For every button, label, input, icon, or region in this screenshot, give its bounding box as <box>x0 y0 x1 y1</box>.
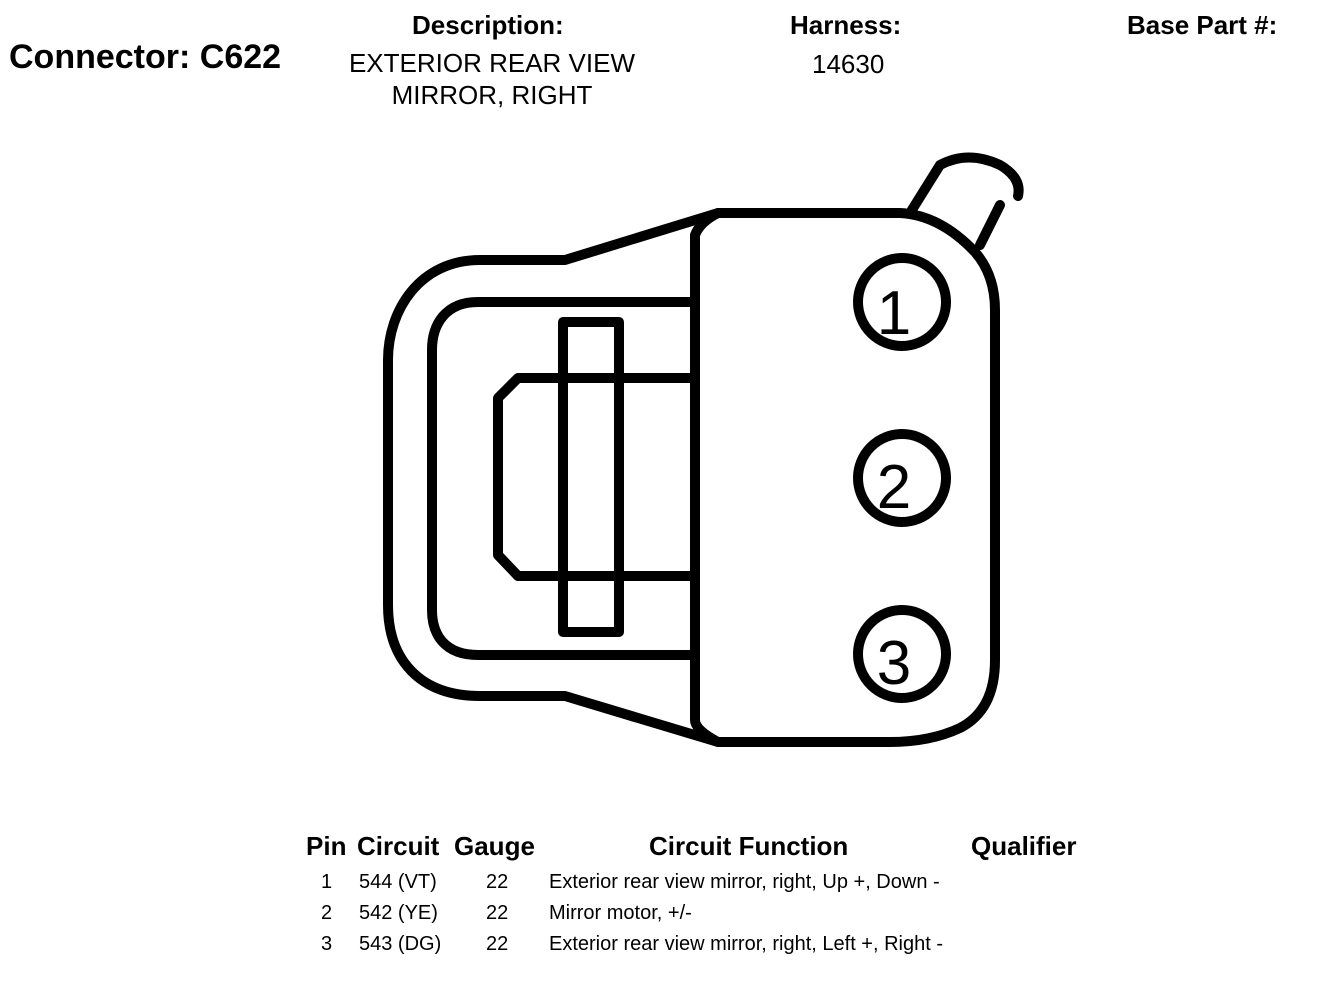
connector-face <box>690 208 1000 747</box>
connector-outer-shell <box>383 208 723 747</box>
table-cell-circuit: 544 (VT) <box>359 871 437 893</box>
connector-inner-shell <box>427 297 697 660</box>
table-cell-gauge: 22 <box>486 933 509 955</box>
table-cell-gauge: 22 <box>486 871 509 893</box>
description-header: Description: <box>412 10 564 40</box>
table-cell-function: Exterior rear view mirror, right, Up +, … <box>549 871 940 893</box>
table-cell-circuit: 542 (YE) <box>359 902 438 924</box>
column-header-circuit: Circuit <box>357 831 440 861</box>
column-header-function: Circuit Function <box>649 831 849 861</box>
column-header-gauge: Gauge <box>454 831 535 861</box>
pin-cavity-3 <box>853 605 951 703</box>
pin-label-3: 3 <box>877 629 911 698</box>
harness-header: Harness: <box>790 10 902 40</box>
pin-cavity-2 <box>853 429 951 527</box>
pin-label-1: 1 <box>877 279 911 348</box>
column-header-qualifier: Qualifier <box>971 831 1077 861</box>
latch-frame <box>493 373 697 581</box>
harness-value: 14630 <box>812 49 885 79</box>
table-cell-function: Exterior rear view mirror, right, Left +… <box>549 933 944 955</box>
wire-lead <box>905 152 1024 218</box>
description-text: EXTERIOR REAR VIEW MIRROR, RIGHT <box>348 48 636 110</box>
pin-label-2: 2 <box>877 453 911 522</box>
table-cell-gauge: 22 <box>486 902 509 924</box>
table-cell-pin: 2 <box>321 902 333 924</box>
latch-bar <box>558 317 624 637</box>
wire-lead-dash <box>975 200 1005 250</box>
table-cell-function: Mirror motor, +/- <box>549 902 692 924</box>
table-cell-pin: 3 <box>321 933 333 955</box>
table-cell-circuit: 543 (DG) <box>359 933 442 955</box>
column-header-pin: Pin <box>306 831 347 861</box>
base-part-header: Base Part #: <box>1127 10 1278 40</box>
connector-title: Connector: C622 <box>9 38 282 76</box>
pin-cavity-1 <box>853 253 951 351</box>
table-cell-pin: 1 <box>321 871 333 893</box>
